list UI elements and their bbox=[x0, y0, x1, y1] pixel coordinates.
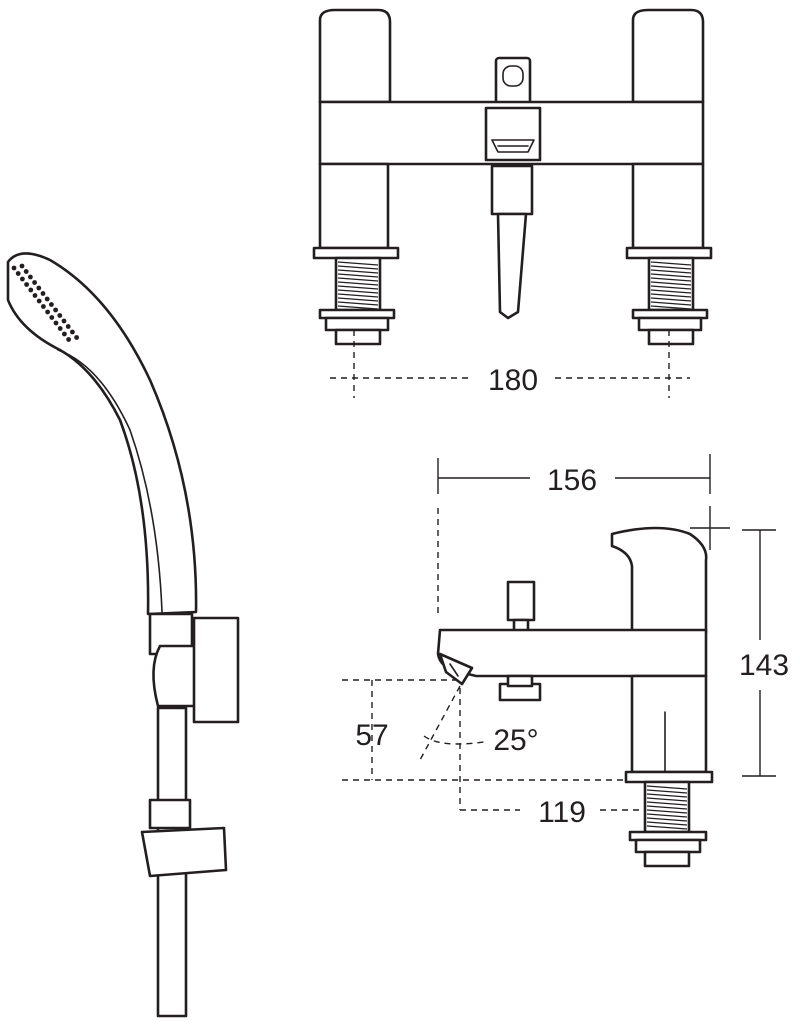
thread-line bbox=[650, 305, 692, 310]
spray-nozzle bbox=[24, 282, 29, 287]
spray-nozzle bbox=[32, 280, 37, 285]
spray-nozzle bbox=[44, 296, 50, 302]
hand-shower bbox=[6, 252, 240, 1018]
spray-nozzle bbox=[53, 320, 59, 326]
spray-nozzle bbox=[57, 326, 63, 331]
hose-connector bbox=[490, 164, 534, 216]
thread-line bbox=[337, 273, 379, 278]
thread-line bbox=[650, 261, 692, 266]
right-handle bbox=[631, 8, 705, 104]
thread-line bbox=[650, 265, 692, 270]
spray-nozzle bbox=[36, 298, 42, 304]
spray-nozzle bbox=[74, 335, 79, 340]
thread-line bbox=[646, 801, 688, 806]
thread-line bbox=[646, 825, 688, 830]
spray-nozzle bbox=[15, 271, 21, 276]
dimension-57-label: 57 bbox=[355, 719, 388, 752]
dimension-deck-centres: 180 bbox=[330, 330, 690, 398]
thread-line bbox=[337, 301, 379, 306]
spout bbox=[436, 628, 708, 678]
spray-nozzle bbox=[11, 265, 17, 271]
spray-nozzle bbox=[40, 291, 46, 296]
left-leg bbox=[318, 162, 390, 250]
spray-nozzle bbox=[32, 293, 38, 298]
spray-nozzle bbox=[28, 274, 33, 280]
thread-line bbox=[650, 293, 692, 298]
dimension-depth: 156 bbox=[437, 454, 730, 616]
thread-line bbox=[650, 277, 692, 282]
spray-nozzle bbox=[28, 287, 34, 293]
thread-line bbox=[337, 293, 379, 298]
spray-nozzle bbox=[23, 269, 29, 274]
thread-line bbox=[646, 817, 688, 822]
thread-line bbox=[337, 289, 379, 294]
thread-line bbox=[650, 297, 692, 302]
dimension-180-label: 180 bbox=[488, 364, 538, 397]
thread-line bbox=[650, 301, 692, 306]
spray-nozzle bbox=[65, 324, 71, 329]
spray-nozzle bbox=[49, 315, 55, 320]
lever-handle bbox=[610, 526, 708, 634]
left-handle bbox=[318, 8, 392, 104]
spray-nozzle bbox=[57, 313, 63, 318]
thread-line bbox=[650, 289, 692, 294]
thread-line bbox=[337, 281, 379, 286]
dimension-spout: 57 25° 119 bbox=[342, 679, 640, 829]
spray-nozzle bbox=[61, 318, 67, 324]
spray-nozzle bbox=[53, 307, 58, 313]
right-shank-threads bbox=[650, 261, 692, 310]
thread-line bbox=[337, 277, 379, 282]
rail-clamp bbox=[140, 826, 228, 878]
spray-nozzle bbox=[20, 276, 25, 282]
pillar bbox=[630, 674, 708, 774]
thread-line bbox=[650, 285, 692, 290]
front-view bbox=[312, 8, 713, 346]
spray-nozzle bbox=[66, 337, 71, 342]
spray-nozzle bbox=[36, 285, 42, 291]
thread-line bbox=[646, 809, 688, 814]
spray-nozzle bbox=[49, 302, 54, 307]
spray-nozzle bbox=[70, 329, 75, 335]
thread-line bbox=[337, 261, 379, 266]
thread-line bbox=[646, 813, 688, 818]
thread-line bbox=[646, 793, 688, 798]
spray-nozzle bbox=[19, 263, 25, 269]
left-shank-threads bbox=[337, 261, 379, 310]
thread-line bbox=[337, 285, 379, 290]
thread-line bbox=[646, 785, 688, 790]
thread-line bbox=[337, 265, 379, 270]
thread-line bbox=[337, 305, 379, 310]
thread-line bbox=[650, 281, 692, 286]
thread-line bbox=[650, 269, 692, 274]
thread-line bbox=[646, 797, 688, 802]
right-leg bbox=[631, 162, 705, 250]
dimension-height: 143 bbox=[739, 529, 789, 777]
thread-line bbox=[646, 789, 688, 794]
side-shank-threads bbox=[646, 785, 688, 830]
thread-line bbox=[337, 269, 379, 274]
spray-nozzle bbox=[45, 309, 50, 315]
dimension-143-label: 143 bbox=[739, 649, 789, 682]
thread-line bbox=[646, 821, 688, 826]
spray-nozzle bbox=[41, 304, 46, 309]
side-view bbox=[436, 526, 714, 868]
thread-line bbox=[650, 273, 692, 278]
shower-handset bbox=[6, 252, 198, 616]
dimension-156-label: 156 bbox=[547, 464, 597, 497]
side-diverter-knob bbox=[506, 580, 536, 622]
spray-nozzles bbox=[11, 263, 79, 342]
dimension-25-degree-label: 25° bbox=[493, 724, 538, 757]
thread-line bbox=[337, 297, 379, 302]
thread-line bbox=[646, 805, 688, 810]
dimension-119-label: 119 bbox=[538, 796, 586, 829]
spray-nozzle bbox=[62, 331, 67, 337]
